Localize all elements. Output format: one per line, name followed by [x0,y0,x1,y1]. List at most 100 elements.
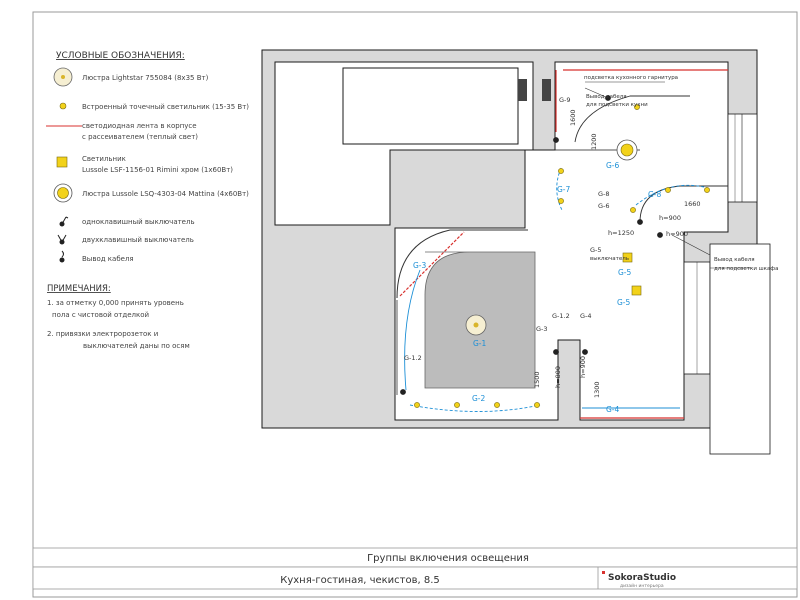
square-lamp-icon [631,285,642,296]
group-line-g8 [635,184,709,206]
legend: УСЛОВНЫЕ ОБОЗНАЧЕНИЯ: Люстра Lightstar 7… [46,51,249,263]
side-room [709,243,771,455]
downlight-icon [534,402,540,408]
legend-item-label-2: с рассеивателем (теплый свет) [82,133,198,141]
dimension-label: 1300 [593,381,601,398]
annotation-text: выключатель [590,256,629,262]
legend-title: УСЛОВНЫЕ ОБОЗНАЧЕНИЯ: [56,51,185,61]
single-switch-icon [59,216,69,227]
group-label-small: G-9 [559,96,571,104]
kitchen-arc [574,95,690,143]
notes: ПРИМЕЧАНИЯ: 1. за отметку 0,000 принять … [47,284,190,350]
legend-item-label-2: Lussole LSF-1156-01 Rimini хром (1х60Вт) [82,166,233,174]
double-switch-icon [57,234,67,245]
logo-subtext: дизайн интерьера [620,582,664,589]
dimension-label: h=800 [554,366,562,388]
title-row-1: Группы включения освещения [367,553,529,564]
dimension-label: h=900 [579,356,587,378]
annotation-text: Вывод кабеля [714,257,755,263]
switch-labels: G-1.2 G-3 G-1.2 G-4 G-9 G-8 G-6 G-5 [404,96,610,362]
sheet-frame [32,11,798,598]
group-label: G-3 [413,261,427,270]
legend-item-label: Вывод кабеля [82,255,134,263]
downlight-icon [558,168,564,174]
ceiling-contour [396,229,528,299]
vent-shaft [518,79,527,101]
downlight-icon [630,207,636,213]
legend-item-label: двухклавишный выключатель [82,236,194,244]
annotation-text: для подсветки кухни [586,102,648,108]
group-line-g7 [556,167,563,211]
title-block: Группы включения освещения Кухня-гостина… [32,547,798,590]
dimension-label: h=900 [659,214,681,222]
group-label: G-6 [606,161,620,170]
cable-outlet-icon [59,250,65,263]
annotation-text: подсветка кухонного гарнитура [584,75,678,81]
single-switch-icon [553,349,559,355]
group-label: G-1 [473,339,487,348]
double-switch-icon [400,389,406,395]
group-label: G-5 [617,298,631,307]
square-lamp-icon [56,156,68,168]
annotation-text: Вывод кабеля [586,94,627,100]
vent-shaft [542,79,551,101]
downlights [414,104,710,408]
built-in-wardrobe [342,67,519,145]
floor-plan: G-1 G-2 G-3 G-4 G-5 G-5 G-6 G-7 G-8 G-1.… [261,49,778,455]
chandelier-mattina-icon-center [57,187,69,199]
plan-annotations: подсветка кухонного гарнитура Вывод кабе… [584,75,778,272]
title-row-2: Кухня-гостиная, чекистов, 8.5 [280,575,440,586]
dimension-label: h=900 [666,230,688,238]
group-line-g2 [409,404,541,412]
switch-markers [400,95,663,395]
notes-line: выключателей даны по осям [83,342,190,350]
legend-item-label: одноклавишный выключатель [82,218,195,226]
square-lamp-icon [622,252,633,263]
double-switch-icon [637,219,643,225]
annotation-text: для подсветки шкафа [714,266,778,272]
group-label: G-4 [606,405,620,414]
dimension-label: 1600 [569,109,577,126]
notes-line: 2. привязки электророзеток и [47,330,158,338]
dimension-label: 1660 [684,200,701,208]
chandelier-lightstar-icon-center [61,75,65,79]
single-switch-icon [553,137,559,143]
legend-item-label: Светильник [82,155,126,163]
notes-title: ПРИМЕЧАНИЯ: [47,284,111,294]
group-label-small: G-8 [598,190,610,198]
group-label: G-7 [557,185,571,194]
downlight-icon [494,402,500,408]
legend-item-label: Люстра Lussole LSQ-4303-04 Mattina (4х60… [82,190,249,198]
notes-line: пола с чистовой отделкой [52,311,149,319]
led-strip-living [399,231,465,297]
group-label: G-5 [618,268,632,277]
group-label-small: G-1.2 [404,354,422,362]
group-label-small: G-4 [580,312,592,320]
group-label-small: G-5 [590,246,602,254]
window-opening [727,113,758,203]
group-line-g3 [404,269,421,391]
logo-mark [602,571,605,574]
single-switch-icon [582,349,588,355]
downlight-icon [704,187,710,193]
hall-arc [639,185,728,223]
downlight-icon [634,104,640,110]
group-label-small: G-6 [598,202,610,210]
group-label: G-2 [472,394,486,403]
legend-item-label: Встроенный точечный светильник (15-35 Вт… [82,103,249,111]
downlight-icon [558,198,564,204]
downlight-icon [665,187,671,193]
dimension-label: 1200 [590,133,598,150]
legend-item-label: Люстра Lightstar 755084 (8х35 Вт) [82,74,209,82]
double-switch-icon [657,232,663,238]
notes-line: 1. за отметку 0,000 принять уровень [47,299,184,307]
group-labels: G-1 G-2 G-3 G-4 G-5 G-5 G-6 G-7 G-8 [413,161,662,414]
downlight-icon [454,402,460,408]
legend-item-label: светодиодная лента в корпусе [82,122,197,130]
group-label-small: G-1.2 [552,312,570,320]
dimension-label: 1500 [533,371,541,388]
logo-text: SokoraStudio [608,573,676,583]
group-label: G-8 [648,190,662,199]
dimension-labels: 1660 h=900 h=1250 h=900 1500 1300 h=900 … [533,109,701,398]
